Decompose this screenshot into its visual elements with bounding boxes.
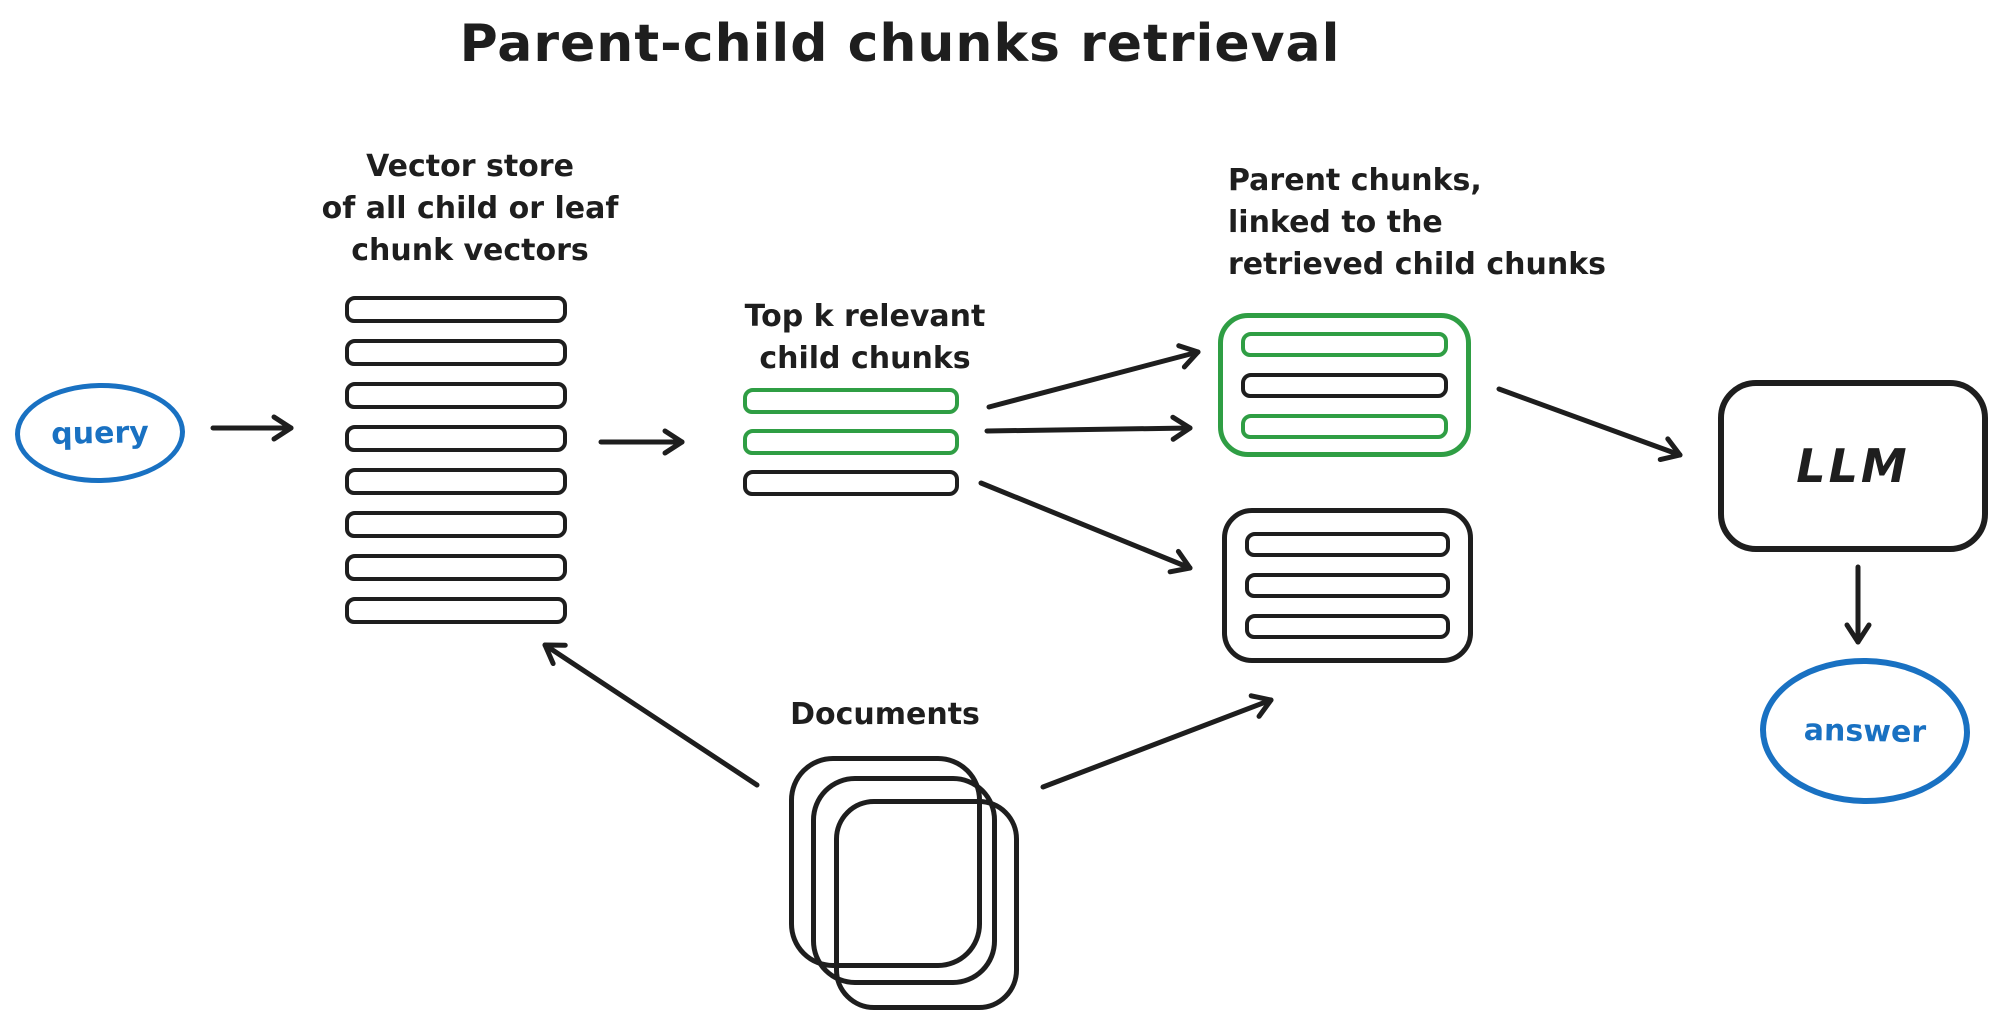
vector-row [345,296,567,323]
arrow-top-k-to-parent-black [978,480,1193,575]
vector-row [345,425,567,452]
parent-chunks-label-line3: retrieved child chunks [1228,247,1607,282]
vector-row [345,554,567,581]
llm-node: LLM [1718,380,1988,552]
arrow-top-k-to-parent-green-upper [986,343,1201,410]
arrow-documents-to-vector-store [542,642,760,788]
vector-row [345,468,567,495]
parent-chunk-bar [1245,573,1450,598]
document-page [811,776,997,985]
answer-node: answer [1758,656,1972,806]
document-page [789,756,982,968]
vector-store-stack [345,296,567,624]
child-chunk-bar [743,388,959,414]
documents-label: Documents [790,697,980,732]
parent-chunks-label-line2: linked to the [1228,205,1443,240]
parent-chunk-bar [1241,413,1448,439]
vector-store-label-line2: of all child or leaf [321,191,619,226]
top-k-stack [743,388,959,496]
query-label: query [50,414,150,452]
arrow-top-k-to-parent-green-lower [984,414,1193,442]
parent-box-black [1222,508,1473,663]
query-node: query [14,381,186,485]
vector-row [345,339,567,366]
vector-row [345,382,567,409]
child-chunk-bar [743,429,959,455]
top-k-label-line1: Top k relevant [744,299,986,334]
top-k-label-line2: child chunks [759,341,971,376]
parent-chunks-label: Parent chunks, linked to the retrieved c… [1228,160,1658,286]
parent-chunk-bar [1241,372,1448,398]
diagram-title: Parent-child chunks retrieval [459,14,1341,74]
child-chunk-bar [743,470,959,496]
arrow-parent-green-to-llm [1496,386,1683,463]
parent-chunk-bar [1245,614,1450,639]
answer-label: answer [1803,712,1927,750]
vector-store-label-line3: chunk vectors [351,233,589,268]
parent-chunk-bar [1245,532,1450,557]
top-k-label: Top k relevant child chunks [730,296,1000,380]
vector-store-label-line1: Vector store [366,149,574,184]
parent-chunk-bar [1241,331,1448,357]
document-page [834,799,1019,1010]
arrow-documents-to-parent-black [1040,693,1274,790]
llm-label: LLM [1796,439,1910,493]
vector-row [345,597,567,624]
parent-box-green [1218,313,1471,457]
parent-chunks-label-line1: Parent chunks, [1228,163,1482,198]
vector-row [345,511,567,538]
vector-store-label: Vector store of all child or leaf chunk … [270,146,670,272]
